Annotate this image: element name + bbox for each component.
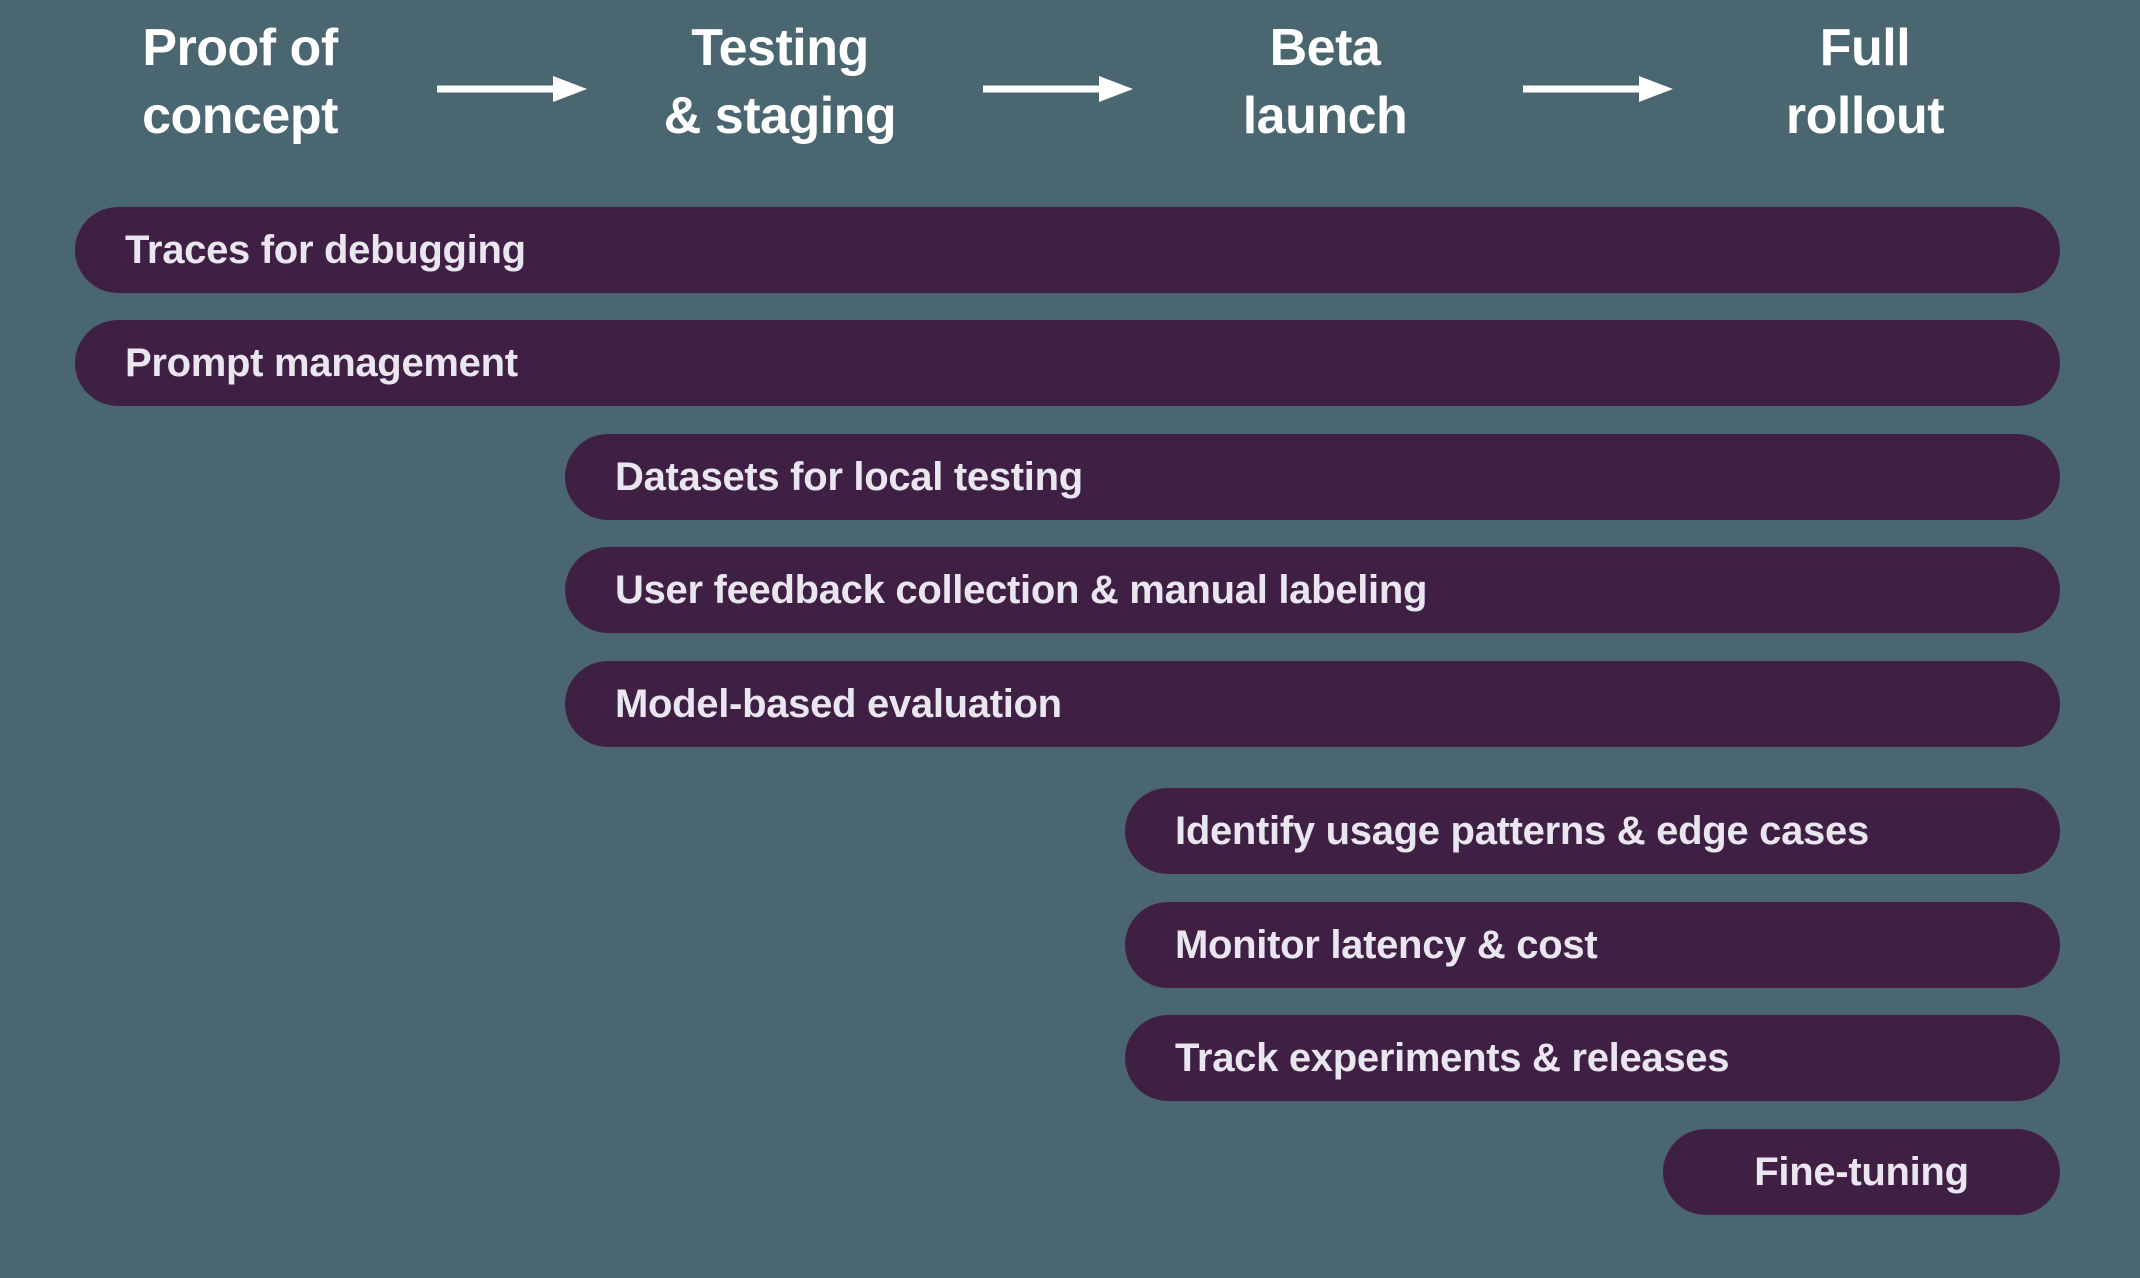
capability-bar-label: Fine-tuning (1754, 1150, 1969, 1194)
capability-bar-label: Model-based evaluation (615, 682, 1062, 726)
phase-header-row: Proof of concept Testing & staging Beta la… (0, 0, 2140, 180)
capability-bar-identify-usage-patterns[interactable]: Identify usage patterns & edge cases (1125, 788, 2060, 874)
phase-proof-of-concept: Proof of concept (142, 19, 338, 145)
capability-bar-datasets-for-local-testing[interactable]: Datasets for local testing (565, 434, 2060, 520)
arrow-right-icon-3 (1523, 74, 1673, 104)
capability-bar-prompt-management[interactable]: Prompt management (75, 320, 2060, 406)
phase-testing-and-staging: Testing & staging (663, 19, 897, 145)
phase-beta-launch: Beta launch (1242, 19, 1408, 145)
capability-bar-traces-for-debugging[interactable]: Traces for debugging (75, 207, 2060, 293)
capability-bar-label: User feedback collection & manual labeli… (615, 568, 1428, 612)
capability-bar-model-based-evaluation[interactable]: Model-based evaluation (565, 661, 2060, 747)
capability-bar-label: Traces for debugging (125, 228, 526, 272)
capability-bar-label: Prompt management (125, 341, 518, 385)
arrow-right-icon-1 (437, 74, 587, 104)
capability-bar-fine-tuning[interactable]: Fine-tuning (1663, 1129, 2060, 1215)
capability-bar-user-feedback-collection[interactable]: User feedback collection & manual labeli… (565, 547, 2060, 633)
capability-bar-monitor-latency-and-cost[interactable]: Monitor latency & cost (1125, 902, 2060, 988)
arrow-right-icon-2 (983, 74, 1133, 104)
capability-bar-label: Track experiments & releases (1175, 1036, 1730, 1080)
capability-bar-label: Datasets for local testing (615, 455, 1083, 499)
capability-bar-label: Monitor latency & cost (1175, 923, 1598, 967)
capability-bar-label: Identify usage patterns & edge cases (1175, 809, 1869, 853)
capability-bar-track-experiments-and-releases[interactable]: Track experiments & releases (1125, 1015, 2060, 1101)
phase-full-rollout: Full rollout (1785, 19, 1945, 145)
